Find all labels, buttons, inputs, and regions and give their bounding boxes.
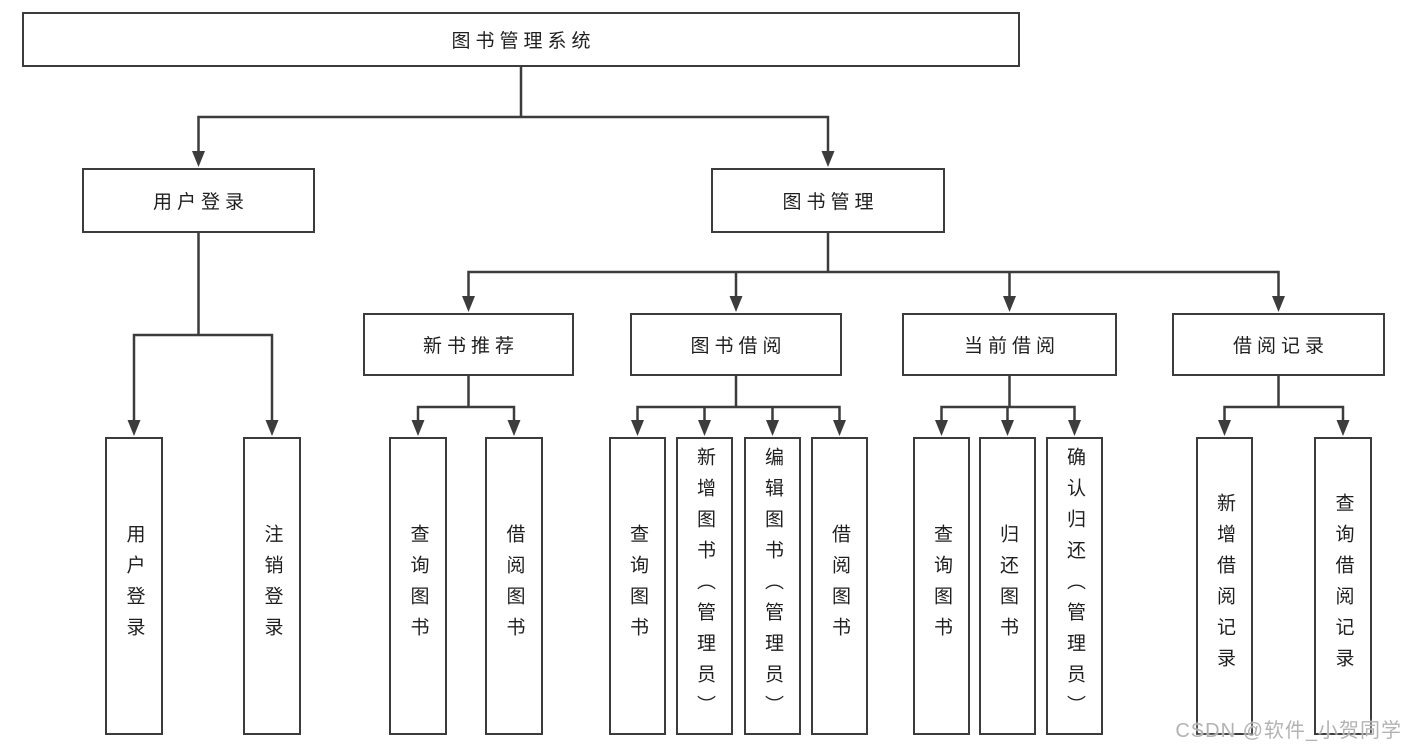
arrowhead — [1272, 296, 1285, 312]
arrowhead — [766, 420, 779, 436]
node-current-borrow: 当前借阅 — [902, 313, 1117, 376]
arrowhead — [729, 296, 743, 312]
edge-borrow-records-children — [1223, 374, 1345, 424]
arrowhead — [1068, 420, 1081, 436]
leaf-label: 借阅图书 — [829, 524, 850, 648]
edge-new-book-children — [416, 374, 516, 424]
node-label: 新书推荐 — [422, 336, 519, 357]
arrowheads — [127, 151, 1350, 436]
leaf-confirm-return-admin: 确认归还（管理员） — [1046, 437, 1103, 735]
leaf-label: 查询图书 — [931, 524, 952, 648]
leaf-add-books-admin: 新增图书（管理员） — [676, 437, 733, 735]
leaf-newbook-borrow-books: 借阅图书 — [485, 437, 543, 735]
arrowhead — [1001, 420, 1014, 436]
node-label: 图书借阅 — [690, 336, 787, 357]
node-new-book-recommend: 新书推荐 — [363, 313, 574, 376]
node-label: 当前借阅 — [963, 336, 1060, 357]
node-label: 图书管理 — [782, 192, 879, 213]
node-label: 用户登录 — [152, 192, 249, 213]
edge-book-borrow-children — [636, 374, 841, 424]
leaf-label: 借阅图书 — [503, 524, 525, 648]
leaf-label: 归还图书 — [997, 524, 1018, 648]
leaf-label: 新增图书（管理员） — [694, 446, 715, 726]
arrowhead — [1336, 420, 1350, 436]
edge-book-management-children — [467, 231, 1280, 300]
leaf-label: 用户登录 — [123, 524, 145, 648]
node-label: 图书管理系统 — [451, 31, 596, 52]
leaf-return-books: 归还图书 — [979, 437, 1036, 735]
arrowhead — [1003, 296, 1016, 312]
arrowhead — [631, 420, 644, 436]
leaf-current-query-books: 查询图书 — [913, 437, 970, 735]
arrowhead — [1218, 420, 1231, 436]
leaf-borrow-query-books: 查询图书 — [609, 437, 666, 735]
arrowhead — [507, 420, 521, 436]
arrowhead — [833, 420, 846, 436]
leaf-label: 编辑图书（管理员） — [762, 446, 783, 726]
leaf-label: 注销登录 — [261, 524, 283, 648]
node-root-system: 图书管理系统 — [22, 12, 1020, 67]
arrowhead — [265, 420, 279, 436]
arrowhead — [462, 296, 475, 312]
leaf-user-login: 用户登录 — [105, 437, 163, 735]
leaf-label: 查询图书 — [407, 524, 429, 648]
leaf-query-borrow-record: 查询借阅记录 — [1314, 437, 1372, 735]
arrowhead — [935, 420, 948, 436]
edge-current-borrow-children — [940, 374, 1076, 424]
leaf-borrow-books: 借阅图书 — [811, 437, 868, 735]
node-book-borrow: 图书借阅 — [630, 313, 842, 376]
arrowhead — [127, 420, 141, 436]
leaf-newbook-query-books: 查询图书 — [389, 437, 447, 735]
leaf-label: 查询借阅记录 — [1332, 493, 1354, 679]
csdn-watermark: CSDN @软件_小贺同学 — [1175, 720, 1402, 742]
node-user-login: 用户登录 — [82, 168, 315, 233]
node-book-management: 图书管理 — [711, 168, 945, 233]
node-borrow-records: 借阅记录 — [1172, 313, 1385, 376]
arrowhead — [698, 420, 711, 436]
leaf-label: 新增借阅记录 — [1214, 493, 1235, 679]
arrowhead — [192, 151, 205, 167]
arrowhead — [821, 151, 835, 167]
leaf-label: 查询图书 — [627, 524, 648, 648]
edge-user-login-children — [132, 231, 274, 424]
edge-root-to-level2 — [197, 65, 830, 155]
arrowhead — [411, 420, 425, 436]
leaf-label: 确认归还（管理员） — [1064, 446, 1085, 726]
leaf-edit-books-admin: 编辑图书（管理员） — [744, 437, 801, 735]
node-label: 借阅记录 — [1232, 336, 1329, 357]
leaf-add-borrow-record: 新增借阅记录 — [1196, 437, 1253, 735]
leaf-logout: 注销登录 — [243, 437, 301, 735]
